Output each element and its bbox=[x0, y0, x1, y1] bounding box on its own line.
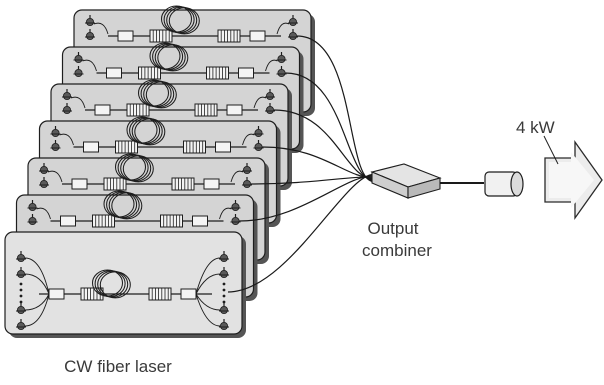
splice-box-icon bbox=[192, 215, 208, 227]
fiber-bragg-grating-icon bbox=[206, 66, 229, 80]
pump-diode-icon bbox=[50, 126, 61, 137]
delivery-fiber bbox=[227, 173, 375, 293]
laser-module-stack bbox=[4, 5, 315, 338]
splice-box-icon bbox=[117, 30, 134, 42]
pump-diode-icon bbox=[265, 89, 275, 101]
output-combiner bbox=[370, 163, 442, 199]
fiber-bragg-grating-icon bbox=[217, 29, 241, 43]
pump-diode-icon bbox=[39, 163, 49, 174]
laser-module-plate bbox=[4, 231, 246, 338]
collimator-icon bbox=[484, 171, 524, 197]
fiber-bragg-grating-icon bbox=[149, 29, 173, 43]
pump-diode-icon bbox=[62, 103, 72, 115]
pump-diode-icon bbox=[27, 200, 38, 211]
splice-box-icon bbox=[48, 288, 65, 300]
pump-diode-icon bbox=[219, 251, 229, 262]
splice-box-icon bbox=[106, 67, 122, 79]
laser-label: CW fiber laser bbox=[64, 357, 172, 376]
fiber-bragg-grating-icon bbox=[138, 66, 161, 80]
combiner-label-line1: Output bbox=[367, 219, 418, 238]
pump-diode-icon bbox=[85, 29, 95, 41]
pump-diode-icon bbox=[288, 15, 298, 26]
pump-diode-icon bbox=[16, 267, 26, 278]
splice-box-icon bbox=[226, 104, 243, 116]
pump-diode-icon bbox=[230, 214, 241, 225]
pump-diode-icon bbox=[73, 66, 84, 78]
fiber-bragg-grating-icon bbox=[183, 140, 206, 154]
splice-box-icon bbox=[215, 141, 231, 153]
fiber-coil-icon bbox=[114, 153, 154, 183]
fiber-bragg-grating-icon bbox=[115, 140, 138, 154]
fiber-coil-icon bbox=[160, 5, 200, 35]
fiber-coil-icon bbox=[126, 116, 166, 146]
splice-box-icon bbox=[238, 67, 254, 79]
pump-diode-icon bbox=[242, 177, 252, 188]
pump-diode-icon bbox=[276, 66, 287, 78]
pump-diode-icon bbox=[39, 177, 49, 188]
power-label: 4 kW bbox=[516, 118, 555, 137]
pump-diode-icon bbox=[85, 15, 95, 26]
fiber-coil-icon bbox=[149, 42, 189, 72]
pump-diode-icon bbox=[219, 319, 229, 330]
pump-diode-icon bbox=[62, 89, 72, 101]
fiber-bragg-grating-icon bbox=[126, 103, 150, 117]
fiber-bragg-grating-icon bbox=[103, 177, 127, 191]
output-arrow-icon bbox=[544, 139, 603, 221]
pump-diode-icon bbox=[219, 267, 229, 278]
delivery-fiber bbox=[239, 174, 375, 222]
pump-diode-icon bbox=[16, 251, 26, 262]
pump-diode-icon bbox=[253, 140, 264, 151]
combiner-label-line2: combiner bbox=[362, 241, 432, 260]
fiber-coil-icon bbox=[103, 190, 143, 220]
fiber-coil-icon bbox=[137, 79, 177, 109]
combiner-side-face bbox=[407, 177, 441, 199]
fiber-bragg-grating-icon bbox=[171, 177, 195, 191]
fiber-bragg-grating-icon bbox=[160, 214, 183, 228]
pump-diode-icon bbox=[27, 214, 38, 225]
pump-diode-icon bbox=[230, 200, 241, 211]
fiber-coil-icon bbox=[91, 269, 131, 299]
delivery-fibers bbox=[227, 35, 375, 293]
splice-box-icon bbox=[60, 215, 76, 227]
pump-diode-icon bbox=[288, 29, 298, 41]
pump-diode-icon bbox=[73, 52, 84, 64]
splice-box-icon bbox=[180, 288, 197, 300]
power-label-leader bbox=[543, 135, 559, 165]
fiber-bragg-grating-icon bbox=[92, 214, 115, 228]
pump-diode-icon bbox=[16, 319, 26, 330]
delivery-fiber bbox=[285, 72, 375, 182]
pump-diode-icon bbox=[242, 163, 252, 174]
splice-box-icon bbox=[94, 104, 111, 116]
pump-diode-icon bbox=[253, 126, 264, 137]
fiber-bragg-grating-icon bbox=[148, 287, 172, 301]
splice-box-icon bbox=[71, 178, 88, 190]
splice-box-icon bbox=[249, 30, 266, 42]
splice-box-icon bbox=[83, 141, 99, 153]
fiber-bragg-grating-icon bbox=[194, 103, 218, 117]
splice-box-icon bbox=[203, 178, 220, 190]
pump-diode-icon bbox=[219, 303, 229, 314]
pump-diode-icon bbox=[16, 303, 26, 314]
pump-diode-icon bbox=[276, 52, 287, 64]
pump-diode-icon bbox=[265, 103, 275, 115]
pump-diode-icon bbox=[50, 140, 61, 151]
